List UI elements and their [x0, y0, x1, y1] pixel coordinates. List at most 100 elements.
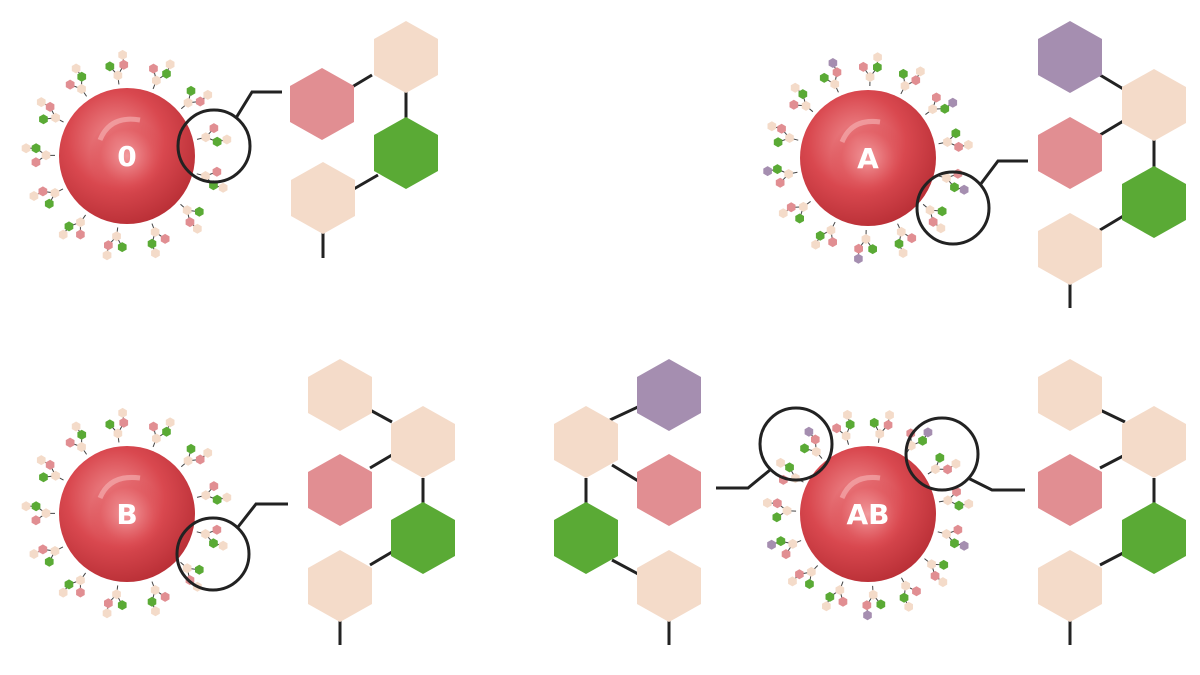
sugar-hexagon-mini [928, 216, 938, 227]
sugar-hexagon-mini [835, 585, 845, 595]
sugar-hexagon-mini [117, 600, 127, 611]
sugar-hexagon-mini [212, 166, 222, 177]
sugar-hexagon-mini [773, 137, 783, 148]
sugar-hexagon-mini [112, 589, 121, 600]
sugar-hexagon-mini [218, 540, 228, 551]
sugar-hexagon-mini [182, 205, 192, 216]
sugar-hexagon-mini [39, 472, 48, 483]
sugar-hexagon-mini [65, 79, 75, 90]
sugar-hexagon-mini [203, 89, 213, 100]
sugar-hexagon-mini [964, 498, 974, 509]
sugar-hexagon-mini [826, 225, 836, 236]
sugar-hexagon-mini [904, 601, 913, 612]
sugar-hexagon-pink [290, 68, 354, 140]
sugar-hexagon-mini [854, 243, 863, 254]
cell-label: B [116, 498, 137, 531]
sugar-hexagon-mini [31, 501, 41, 512]
sugar-hexagon-mini [788, 538, 798, 549]
panel-type-o: 0 [21, 21, 438, 261]
sugar-hexagon-mini [777, 123, 786, 134]
sugar-hexagon-purple [1038, 21, 1102, 93]
sugar-hexagon-mini [150, 585, 160, 595]
sugar-hexagon-mini [44, 556, 54, 567]
zoom-circle-icon [175, 502, 288, 592]
sugar-hexagon-mini [58, 587, 68, 598]
sugar-hexagon-mini [790, 82, 800, 93]
sugar-hexagon-pink [637, 454, 701, 526]
sugar-hexagon-mini [778, 208, 788, 219]
red-blood-cell-icon: B [59, 446, 195, 582]
sugar-hexagon-mini [212, 136, 222, 147]
sugar-hexagon-peach [391, 406, 455, 478]
sugar-hexagon-mini [869, 417, 879, 428]
sugar-hexagon-mini [964, 139, 973, 150]
sugar-hexagon-mini [788, 576, 797, 587]
sugar-hexagon-mini [767, 121, 777, 132]
sugar-hexagon-mini [186, 443, 196, 454]
sugar-hexagon-mini [943, 137, 952, 147]
sugar-hexagon-mini [776, 536, 786, 547]
cell-label: AB [846, 498, 889, 531]
sugar-hexagon-mini [201, 171, 210, 181]
sugar-hexagon-mini [77, 84, 86, 94]
sugar-hexagon-mini [149, 63, 158, 74]
sugar-hexagon-green [1122, 502, 1186, 574]
sugar-hexagon-mini [923, 427, 933, 438]
sugar-hexagon-mini [950, 538, 959, 549]
cell-label: 0 [117, 140, 136, 173]
sugar-hexagon-mini [119, 59, 129, 70]
sugar-hexagon-mini [38, 544, 48, 555]
sugar-hexagon-mini [58, 229, 68, 240]
sugar-hexagon-pink [1038, 454, 1102, 526]
sugar-hexagon-peach [308, 550, 372, 622]
sugar-hexagon-mini [898, 248, 908, 258]
sugar-hexagon-mini [868, 589, 878, 600]
sugar-hexagon-peach [1122, 406, 1186, 478]
sugar-hexagon-mini [935, 452, 945, 463]
sugar-hexagon-mini [182, 563, 192, 574]
sugar-hexagon-mini [118, 407, 127, 418]
sugar-hexagon-mini [151, 248, 160, 259]
sugar-hexagon-mini [789, 99, 799, 110]
sugar-hexagon-mini [843, 409, 852, 420]
sugar-hexagon-mini [832, 67, 842, 78]
sugar-hexagon-mini [828, 58, 838, 68]
sugar-hexagon-mini [785, 133, 794, 143]
sugar-hexagon-mini [183, 97, 193, 108]
sugar-hexagon-mini [865, 72, 875, 82]
sugar-hexagon-mini [102, 608, 112, 619]
sugar-hexagon-mini [71, 421, 81, 432]
sugar-hexagon-green [1122, 166, 1186, 238]
sugar-hexagon-green [554, 502, 618, 574]
sugar-hexagon-mini [21, 143, 31, 154]
sugar-hexagon-mini [940, 103, 950, 114]
sugar-hexagon-mini [938, 577, 948, 588]
sugar-hexagon-mini [784, 169, 793, 179]
sugar-hexagon-mini [203, 447, 213, 458]
sugar-hexagon-mini [51, 112, 60, 123]
sugar-hexagon-mini [954, 141, 963, 152]
antigen-chain [290, 21, 438, 258]
sugar-hexagon-mini [937, 206, 947, 217]
sugar-hexagon-mini [907, 233, 917, 244]
sugar-hexagon-mini [959, 540, 969, 551]
sugar-hexagon-mini [160, 591, 170, 602]
sugar-hexagon-mini [76, 587, 85, 598]
sugar-hexagon-mini [776, 457, 785, 468]
sugar-hexagon-peach [637, 550, 701, 622]
sugar-hexagon-mini [873, 62, 882, 73]
sugar-hexagon-mini [942, 529, 951, 539]
sugar-hexagon-mini [50, 188, 60, 198]
sugar-hexagon-mini [150, 227, 160, 237]
sugar-hexagon-mini [201, 490, 211, 501]
sugar-hexagon-mini [930, 570, 940, 581]
sugar-hexagon-peach [554, 406, 618, 478]
sugar-hexagon-mini [953, 524, 963, 535]
sugar-hexagon-mini [812, 446, 821, 457]
sugar-hexagon-mini [186, 85, 196, 96]
sugar-hexagon-mini [861, 234, 871, 244]
sugar-hexagon-mini [212, 524, 222, 535]
sugar-hexagon-mini [786, 202, 796, 213]
sugar-hexagon-mini [212, 494, 222, 505]
sugar-hexagon-mini [195, 454, 205, 465]
